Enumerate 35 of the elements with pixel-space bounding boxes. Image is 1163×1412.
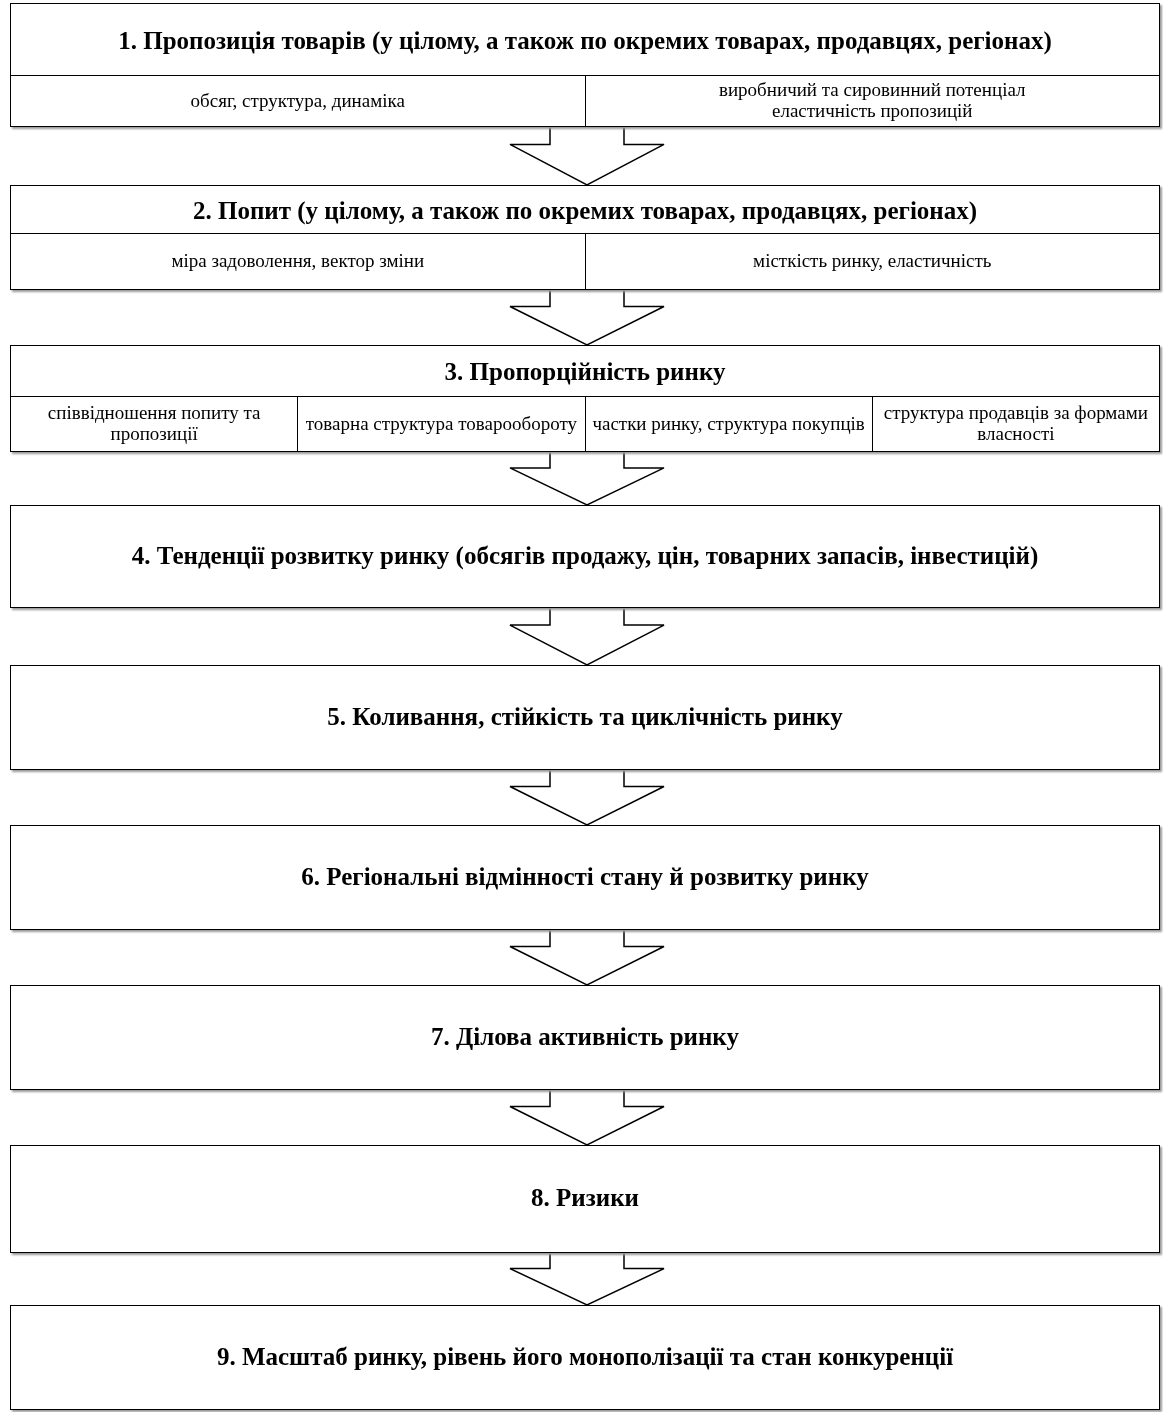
cell-text: еластичність пропозицій: [772, 101, 973, 122]
cell-text: співвідношення попиту та пропозиції: [46, 403, 262, 445]
box-heading: 5. Коливання, стійкість та циклічність ринку: [326, 703, 844, 731]
box-heading: 4. Тенденції розвитку ринку (обсягів продажу, цін, товарних запасів, інвестицій): [130, 542, 1040, 570]
block-arrow: [509, 769, 665, 826]
box-heading: 7. Ділова активність ринку: [430, 1023, 740, 1051]
process-box: [10, 1145, 1160, 1253]
cell-text: частки ринку, структура покупців: [592, 413, 865, 435]
process-box: [10, 345, 1160, 452]
box-heading: 8. Ризики: [530, 1185, 640, 1212]
process-box: [10, 505, 1160, 608]
cell-text: структура продавців за формами власності: [882, 403, 1149, 445]
block-arrow: [509, 289, 665, 346]
process-box: [10, 825, 1160, 930]
cell-text: міра задоволення, вектор зміни: [171, 251, 425, 272]
process-box: [10, 185, 1160, 290]
cell-text: місткість ринку, еластичність: [753, 251, 992, 272]
cell-text: обсяг, структура, динаміка: [190, 90, 405, 112]
process-box: [10, 985, 1160, 1090]
block-arrow: [509, 451, 665, 506]
cell-text: товарна структура товарообороту: [305, 413, 577, 435]
block-arrow: [509, 929, 665, 986]
block-arrow: [509, 126, 665, 186]
box-heading: 2. Попит (у цілому, а також по окремих товарах, продавцях, регіонах): [191, 197, 979, 225]
block-arrow: [509, 1089, 665, 1146]
process-box: [10, 1305, 1160, 1410]
block-arrow: [509, 607, 665, 666]
process-box: [10, 3, 1160, 127]
process-box: [10, 665, 1160, 770]
box-heading: 1. Пропозиція товарів (у цілому, а також по окремих товарах, продавцях, регіонах): [117, 27, 1053, 55]
box-heading: 3. Пропорційність ринку: [443, 359, 727, 386]
box-heading: 9. Масштаб ринку, рівень його монополізації та стан конкуренції: [215, 1343, 955, 1371]
cell-text: виробничий та сировинний потенціал: [719, 80, 1026, 101]
box-heading: 6. Регіональні відмінності стану й розвитку ринку: [300, 863, 870, 891]
block-arrow: [509, 1252, 665, 1306]
